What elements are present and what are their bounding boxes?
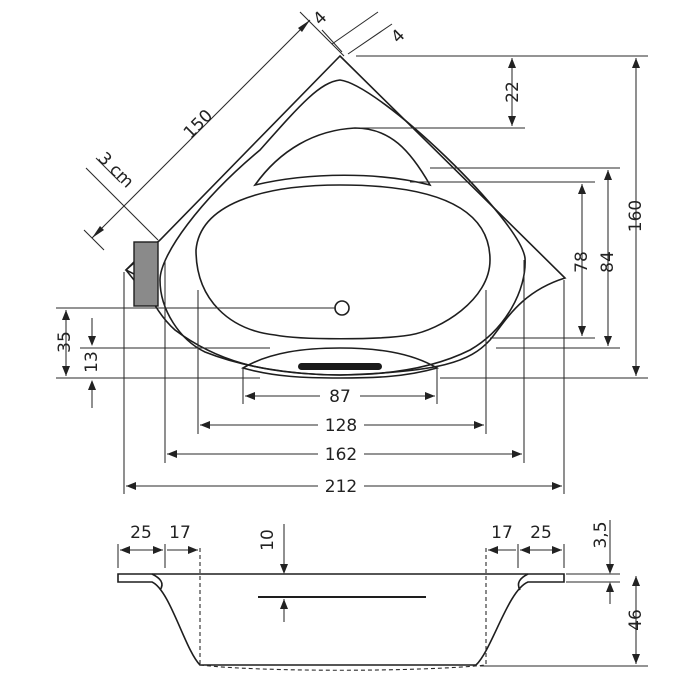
svg-text:150: 150 bbox=[180, 106, 217, 143]
svg-text:35: 35 bbox=[55, 331, 75, 353]
svg-text:17: 17 bbox=[169, 523, 191, 543]
dim-depth-10: 10 bbox=[258, 524, 288, 622]
inner-hidden-lines bbox=[199, 548, 487, 671]
svg-text:10: 10 bbox=[258, 529, 278, 551]
dim-panel-3cm: 3 cm bbox=[85, 148, 159, 241]
dim-rim-right: 17 25 bbox=[488, 523, 565, 568]
svg-text:3,5: 3,5 bbox=[591, 521, 611, 548]
dim-total-212: 212 bbox=[123, 272, 565, 497]
dim-rim-3-5: 3,5 bbox=[566, 520, 620, 604]
dim-depth-46: 46 bbox=[480, 576, 648, 667]
tub-profile bbox=[117, 573, 565, 666]
svg-text:212: 212 bbox=[325, 477, 357, 497]
svg-text:17: 17 bbox=[491, 523, 513, 543]
dim-width-162: 162 bbox=[164, 260, 525, 465]
headrest-outline bbox=[253, 127, 432, 187]
svg-text:78: 78 bbox=[572, 251, 592, 273]
svg-text:25: 25 bbox=[130, 523, 152, 543]
svg-text:162: 162 bbox=[325, 445, 357, 465]
svg-text:3 cm: 3 cm bbox=[94, 148, 138, 192]
svg-text:46: 46 bbox=[626, 609, 646, 631]
dim-edge-150: 150 bbox=[83, 11, 345, 251]
svg-text:84: 84 bbox=[598, 251, 618, 273]
footwell-outline bbox=[240, 347, 440, 379]
dim-width-87: 87 bbox=[242, 368, 438, 407]
svg-text:4: 4 bbox=[310, 8, 332, 30]
svg-text:13: 13 bbox=[82, 351, 102, 373]
top-view: 4 4 150 3 cm 22 bbox=[55, 8, 648, 497]
dim-total-160: 160 bbox=[360, 55, 648, 379]
panel-corner bbox=[125, 261, 135, 281]
dim-width-128: 128 bbox=[197, 290, 487, 436]
dim-front-35: 35 bbox=[55, 307, 336, 379]
dim-rim-left: 25 17 bbox=[117, 523, 198, 568]
dim-inner-78: 78 bbox=[410, 181, 595, 339]
drain-icon bbox=[334, 300, 350, 316]
dim-outer-84: 84 bbox=[430, 167, 620, 349]
svg-text:22: 22 bbox=[503, 81, 523, 103]
dim-depth-22: 22 bbox=[356, 55, 525, 129]
side-view: 25 17 17 25 10 bbox=[117, 520, 648, 671]
side-panel bbox=[133, 241, 159, 307]
inner-bowl-outline bbox=[195, 184, 491, 340]
dim-drain-13: 13 bbox=[80, 318, 270, 408]
svg-text:160: 160 bbox=[626, 200, 646, 232]
svg-text:128: 128 bbox=[325, 416, 357, 436]
rim-left-curve bbox=[151, 573, 163, 591]
svg-text:4: 4 bbox=[388, 26, 410, 48]
rim-right-curve bbox=[517, 573, 529, 591]
overflow-slot bbox=[298, 363, 382, 370]
tub-rim-inner-outline bbox=[159, 79, 526, 376]
svg-text:87: 87 bbox=[329, 387, 351, 407]
svg-text:25: 25 bbox=[530, 523, 552, 543]
dim-offset-4: 4 4 bbox=[310, 8, 410, 55]
